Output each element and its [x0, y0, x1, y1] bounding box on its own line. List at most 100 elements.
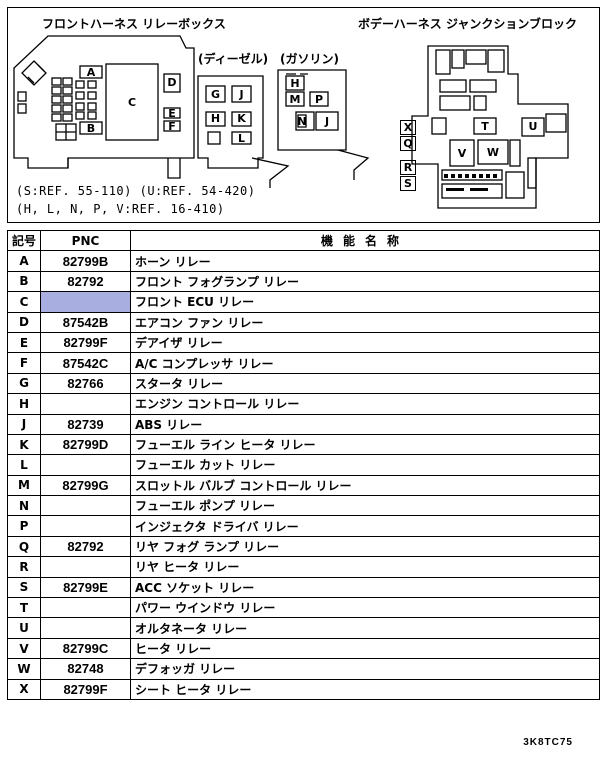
relay-code-cell: T — [7, 597, 41, 619]
relay-pnc-cell — [40, 495, 131, 517]
diesel-relay-g-marker: G — [210, 88, 221, 101]
gas-relay-h-marker: H — [290, 77, 300, 90]
body-junction-block-title: ボデーハーネス ジャンクションブロック — [358, 17, 577, 31]
table-header-row: 記号 PNC 機能名称 — [7, 229, 600, 252]
header-pnc: PNC — [40, 229, 131, 252]
table-row: L フューエル カット リレー — [7, 454, 600, 476]
relay-function-name-cell: フューエル ライン ヒータ リレー — [130, 433, 600, 456]
relay-function-name-cell: ABS リレー — [130, 413, 600, 435]
front-relay-box-title: フロントハーネス リレーボックス — [42, 17, 226, 31]
document-code: 3K8TC75 — [523, 737, 573, 748]
relay-function-name-cell: リヤ ヒータ リレー — [130, 556, 600, 578]
header-code: 記号 — [7, 229, 41, 252]
relay-code-cell: A — [7, 250, 41, 272]
relay-code-cell: N — [7, 495, 41, 517]
relay-function-name-cell: スロットル バルブ コントロール リレー — [130, 474, 600, 497]
reference-line-2: (H, L, N, P, V:REF. 16-410) — [16, 202, 225, 216]
table-row: C フロント ECU リレー — [7, 291, 600, 313]
body-relay-w-marker: W — [486, 146, 500, 159]
relay-diagram-drawing — [13, 35, 569, 209]
reference-line-1: (S:REF. 55-110) (U:REF. 54-420) — [16, 184, 256, 198]
relay-function-name-cell: デフォッガ リレー — [130, 658, 600, 680]
relay-function-name-cell: デアイザ リレー — [130, 331, 600, 354]
relay-function-name-cell: フューエル ポンプ リレー — [130, 495, 600, 517]
relay-code-cell: J — [7, 413, 41, 435]
relay-code-cell: K — [7, 433, 41, 456]
relay-code-cell: E — [7, 331, 41, 354]
body-relay-r-marker: R — [400, 160, 416, 175]
relay-function-name-cell: ヒータ リレー — [130, 637, 600, 660]
relay-code-cell: B — [7, 270, 41, 293]
relay-pnc-cell — [40, 393, 131, 415]
relay-pnc-cell: 82799G — [40, 474, 131, 497]
relay-pnc-cell: 87542C — [40, 352, 131, 374]
relay-pnc-cell: 82748 — [40, 658, 131, 680]
relay-function-name-cell: オルタネータ リレー — [130, 617, 600, 639]
relay-c-marker: C — [127, 96, 137, 109]
relay-function-name-cell: エンジン コントロール リレー — [130, 393, 600, 415]
relay-function-name-cell: フロント フォグランプ リレー — [130, 270, 600, 293]
gas-relay-p-marker: P — [314, 93, 324, 106]
table-row: N フューエル ポンプ リレー — [7, 495, 600, 517]
relay-function-name-cell: インジェクタ ドライバ リレー — [130, 515, 600, 537]
body-relay-q-marker: Q — [400, 136, 416, 151]
relay-pnc-cell — [40, 291, 131, 313]
relay-code-cell: H — [7, 393, 41, 415]
relay-function-name-cell: ホーン リレー — [130, 250, 600, 272]
relay-pnc-cell: 82799F — [40, 331, 131, 354]
relay-code-cell: W — [7, 658, 41, 680]
relay-pnc-cell: 82799B — [40, 250, 131, 272]
relay-code-cell: L — [7, 454, 41, 476]
relay-function-name-cell: スタータ リレー — [130, 372, 600, 395]
relay-code-cell: V — [7, 637, 41, 660]
diesel-relay-l-marker: L — [237, 132, 245, 145]
relay-pnc-cell: 87542B — [40, 311, 131, 333]
relay-function-name-cell: フューエル カット リレー — [130, 454, 600, 476]
table-row: U オルタネータ リレー — [7, 617, 600, 639]
diesel-relay-h-marker: H — [210, 112, 221, 125]
table-row: H エンジン コントロール リレー — [7, 393, 600, 415]
relay-b-marker: B — [86, 122, 96, 135]
relay-pnc-cell: 82792 — [40, 535, 131, 558]
relay-d-marker: D — [167, 76, 177, 89]
relay-code-cell: S — [7, 576, 41, 599]
body-relay-x-marker: X — [400, 120, 416, 135]
relay-code-cell: U — [7, 617, 41, 639]
relay-pnc-cell: 82799C — [40, 637, 131, 660]
relay-pnc-cell — [40, 454, 131, 476]
relay-code-cell: G — [7, 372, 41, 395]
diesel-label: (ディーゼル) — [198, 52, 269, 66]
relay-function-name-cell: リヤ フォグ ランプ リレー — [130, 535, 600, 558]
relay-function-name-cell: シート ヒータ リレー — [130, 678, 600, 700]
header-function-name: 機能名称 — [130, 229, 600, 252]
gas-relay-m-marker: M — [289, 93, 301, 106]
relay-function-name-cell: A/C コンプレッサ リレー — [130, 352, 600, 374]
relay-function-name-cell: フロント ECU リレー — [130, 291, 600, 313]
relay-f-marker: F — [168, 120, 176, 133]
diesel-relay-k-marker: K — [237, 112, 246, 125]
relay-pnc-cell — [40, 617, 131, 639]
relay-code-cell: C — [7, 291, 41, 313]
gasoline-label: (ガソリン) — [280, 52, 339, 66]
body-relay-v-marker: V — [457, 147, 467, 160]
relay-pnc-cell — [40, 597, 131, 619]
relay-location-diagram: フロントハーネス リレーボックス ボデーハーネス ジャンクションブロック (ディ… — [7, 7, 600, 223]
relay-code-cell: M — [7, 474, 41, 497]
relay-pnc-cell: 82739 — [40, 413, 131, 435]
